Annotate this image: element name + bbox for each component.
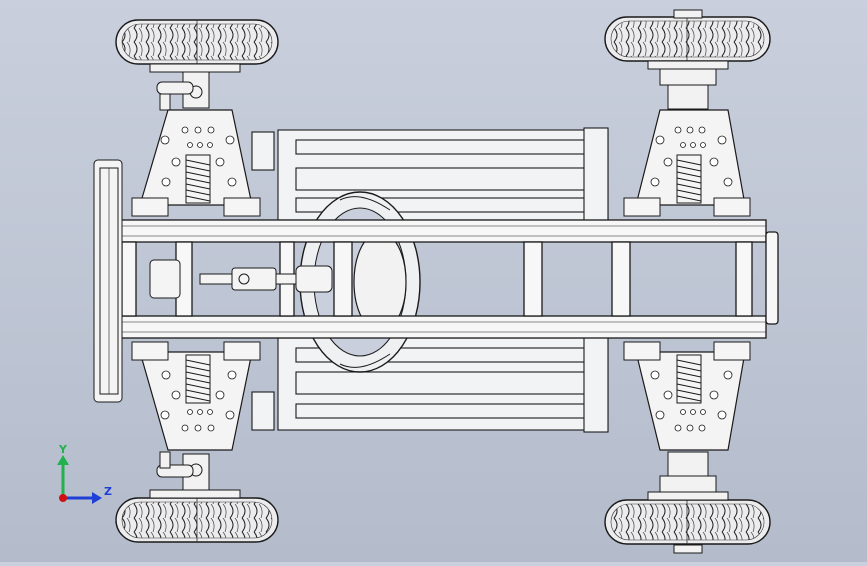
- y-axis-label: Y: [59, 443, 67, 456]
- tire-rear-left: [115, 19, 279, 65]
- main-frame: [117, 219, 779, 339]
- arm-holes: [160, 126, 733, 432]
- z-axis-label: Z: [104, 485, 112, 498]
- x-axis-origin: [59, 494, 67, 502]
- hubs: [149, 9, 729, 554]
- y-axis-arrow: [57, 455, 69, 465]
- pivot-brackets: [131, 197, 751, 361]
- coil-springs: [185, 154, 702, 404]
- tire-front-right: [604, 499, 771, 545]
- orientation-triad: [57, 455, 102, 504]
- tire-front-left: [604, 16, 771, 62]
- drivetrain: [93, 159, 333, 403]
- z-axis-arrow: [92, 492, 102, 504]
- tire-rear-right: [115, 497, 279, 543]
